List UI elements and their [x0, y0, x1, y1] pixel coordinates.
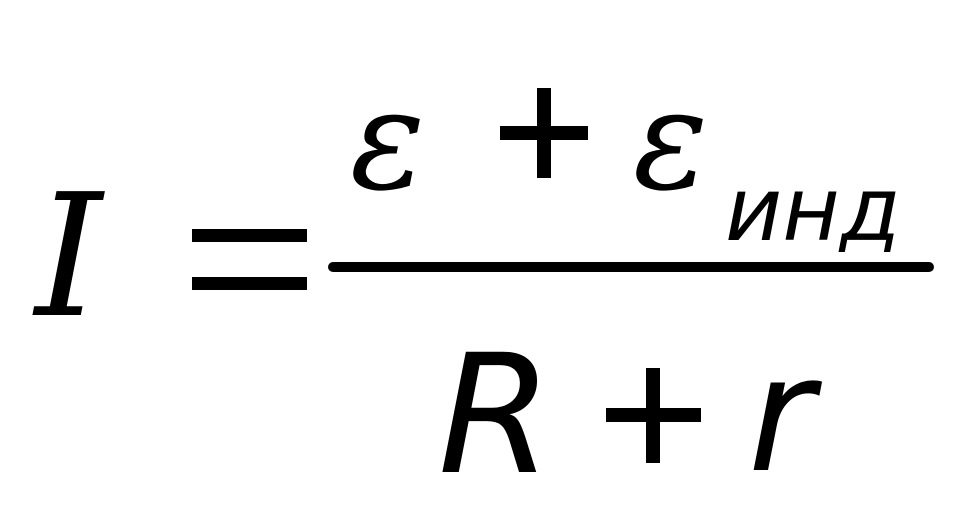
- denominator: R r: [438, 319, 823, 511]
- resistance-symbol: R: [438, 319, 553, 511]
- fraction-bar: [328, 262, 934, 272]
- denominator-plus-sign: [606, 368, 701, 463]
- emf-symbol: ε: [350, 59, 425, 222]
- induced-emf-symbol: ε: [633, 59, 708, 222]
- induced-emf-subscript: инд: [725, 158, 901, 261]
- equals-sign: [192, 229, 307, 290]
- numerator: ε ε инд: [350, 59, 901, 261]
- current-symbol: I: [32, 158, 105, 356]
- internal-resistance-symbol: r: [748, 321, 823, 508]
- numerator-plus-sign: [500, 88, 588, 178]
